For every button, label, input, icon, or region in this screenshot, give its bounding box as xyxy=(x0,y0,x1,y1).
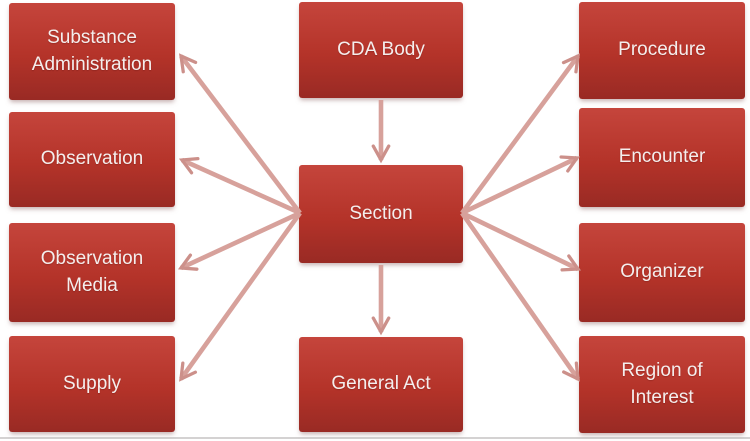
arrow-section-to-observation xyxy=(178,157,301,216)
bottom-divider-line xyxy=(0,437,750,439)
node-label: Section xyxy=(349,202,413,224)
node-label: Organizer xyxy=(620,261,704,283)
node-region-of-interest: Region of Interest xyxy=(579,336,745,433)
node-organizer: Organizer xyxy=(579,223,745,322)
node-procedure: Procedure xyxy=(579,2,745,99)
node-section: Section xyxy=(299,165,463,263)
arrow-section-to-organizer xyxy=(461,210,582,272)
node-observation: Observation xyxy=(9,112,175,207)
node-general-act: General Act xyxy=(299,337,463,432)
node-label: CDA Body xyxy=(337,38,425,60)
arrow-section-to-observation-media xyxy=(177,210,301,271)
node-substance-administration: Substance Administration xyxy=(9,3,175,100)
node-encounter: Encounter xyxy=(579,108,745,207)
node-label: General Act xyxy=(331,373,431,395)
node-label: Observation Media xyxy=(40,247,144,296)
node-label: Region of Interest xyxy=(621,359,703,408)
node-label: Supply xyxy=(62,372,122,394)
node-label: Observation xyxy=(40,148,144,170)
node-observation-media: Observation Media xyxy=(9,223,175,322)
node-label: Procedure xyxy=(618,39,706,61)
node-label: Encounter xyxy=(618,146,706,168)
node-supply: Supply xyxy=(9,336,175,432)
arrow-section-to-procedure xyxy=(460,53,581,215)
arrow-section-to-region-of-interest xyxy=(460,211,580,382)
arrow-section-to-encounter xyxy=(461,155,581,216)
arrow-section-to-supply xyxy=(179,211,302,382)
node-cda-body: CDA Body xyxy=(299,2,463,98)
node-label: Substance Administration xyxy=(31,26,153,75)
arrow-section-to-substance-administration xyxy=(178,53,302,215)
